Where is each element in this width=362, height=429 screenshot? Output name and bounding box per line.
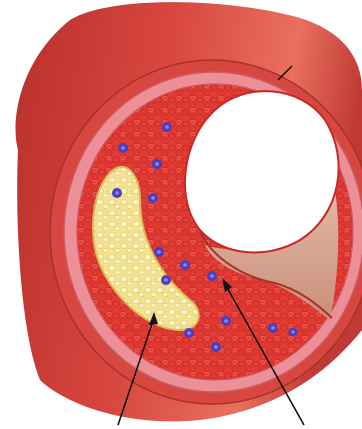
blood-cell — [211, 342, 221, 352]
blood-cell — [161, 275, 171, 285]
blood-cell — [152, 159, 162, 169]
blood-cell — [112, 188, 122, 198]
blood-cell — [289, 328, 298, 337]
blood-cell — [148, 193, 158, 203]
blood-cell — [162, 122, 172, 132]
blood-cell — [268, 323, 278, 333]
blood-cell — [184, 328, 194, 338]
blood-cell — [180, 260, 190, 270]
blood-cell — [154, 247, 164, 257]
blood-cell — [207, 271, 217, 281]
blood-cell — [221, 316, 231, 326]
blood-cell — [118, 143, 128, 153]
